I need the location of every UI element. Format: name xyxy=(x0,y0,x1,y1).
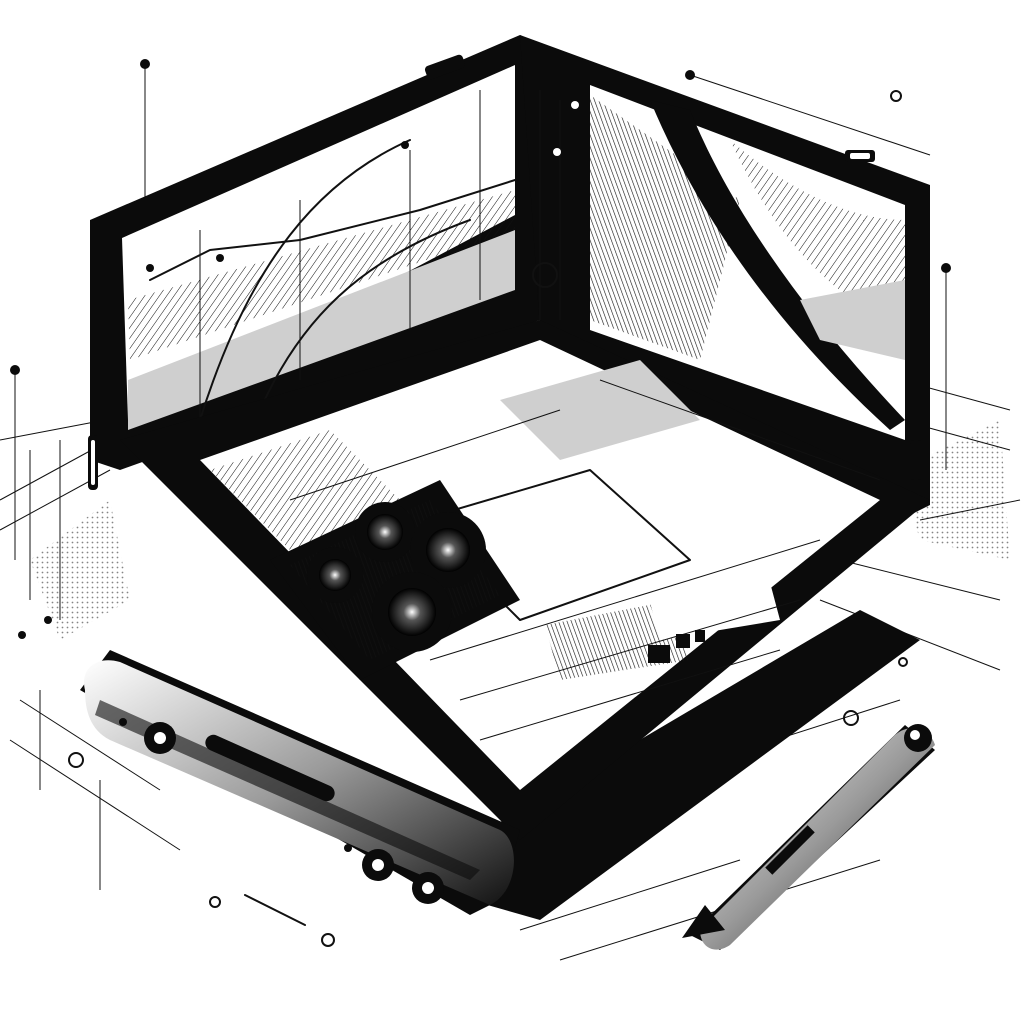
camera-lens-4 xyxy=(372,572,452,652)
device-side-buttons xyxy=(88,54,922,490)
device-back-panel-right xyxy=(520,35,930,520)
floor-shadow xyxy=(30,420,1010,920)
stylus-pen xyxy=(682,724,935,950)
camera-module xyxy=(270,480,520,680)
camera-lens-1 xyxy=(355,502,415,562)
port-icon xyxy=(144,722,176,754)
device-base-slab xyxy=(80,650,520,915)
device-back-panel-left xyxy=(90,35,540,470)
camera-lens-2 xyxy=(410,512,486,588)
speaker-icon xyxy=(362,849,394,881)
mic-icon xyxy=(412,872,444,904)
device-fold-floor xyxy=(120,320,930,840)
camera-lens-3 xyxy=(307,547,363,603)
